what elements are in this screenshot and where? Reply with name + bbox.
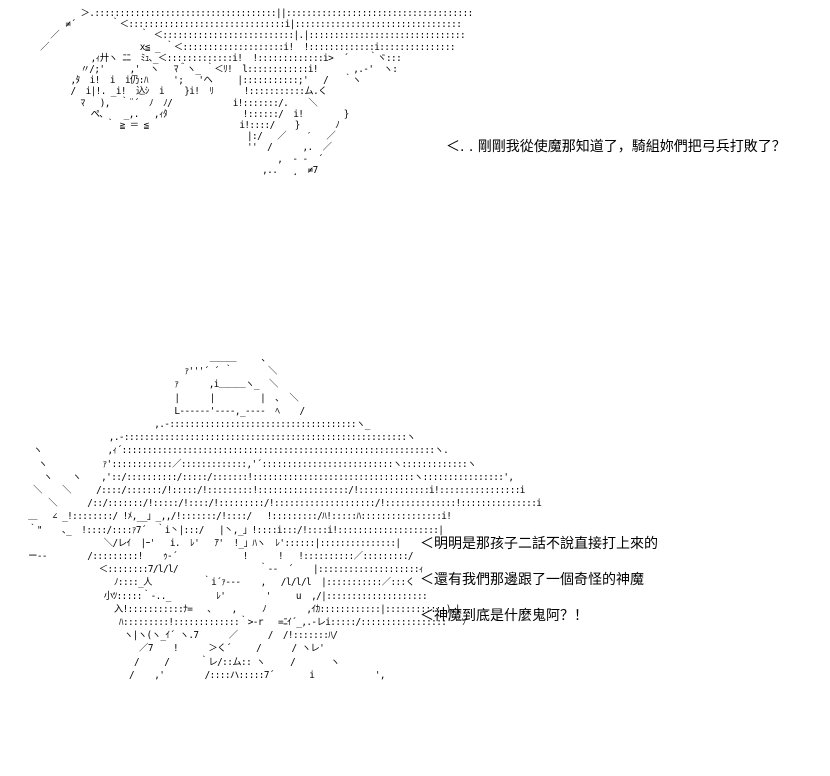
- dialogue-line: ＜還有我們那邊跟了一個奇怪的神魔: [420, 572, 644, 588]
- dialogue-line: ＜. . 剛剛我從使魔那知道了，騎組妳們把弓兵打敗了？: [446, 139, 786, 155]
- ascii-art-top: ＞.::::::::::::::::::::::::::::::::::::||…: [40, 8, 473, 176]
- dialogue-line: ＜明明是那孩子二話不說直接打上來的: [420, 536, 658, 552]
- dialogue-line: ＜神魔到底是什麼鬼阿？！: [420, 608, 588, 624]
- ascii-art-bottom: ＿＿＿ 、 ｧ'''´ ´ ｀ ＼ ｧ ,i＿＿＿ヽ_ ＼ | | | ､ ＼ …: [28, 353, 542, 681]
